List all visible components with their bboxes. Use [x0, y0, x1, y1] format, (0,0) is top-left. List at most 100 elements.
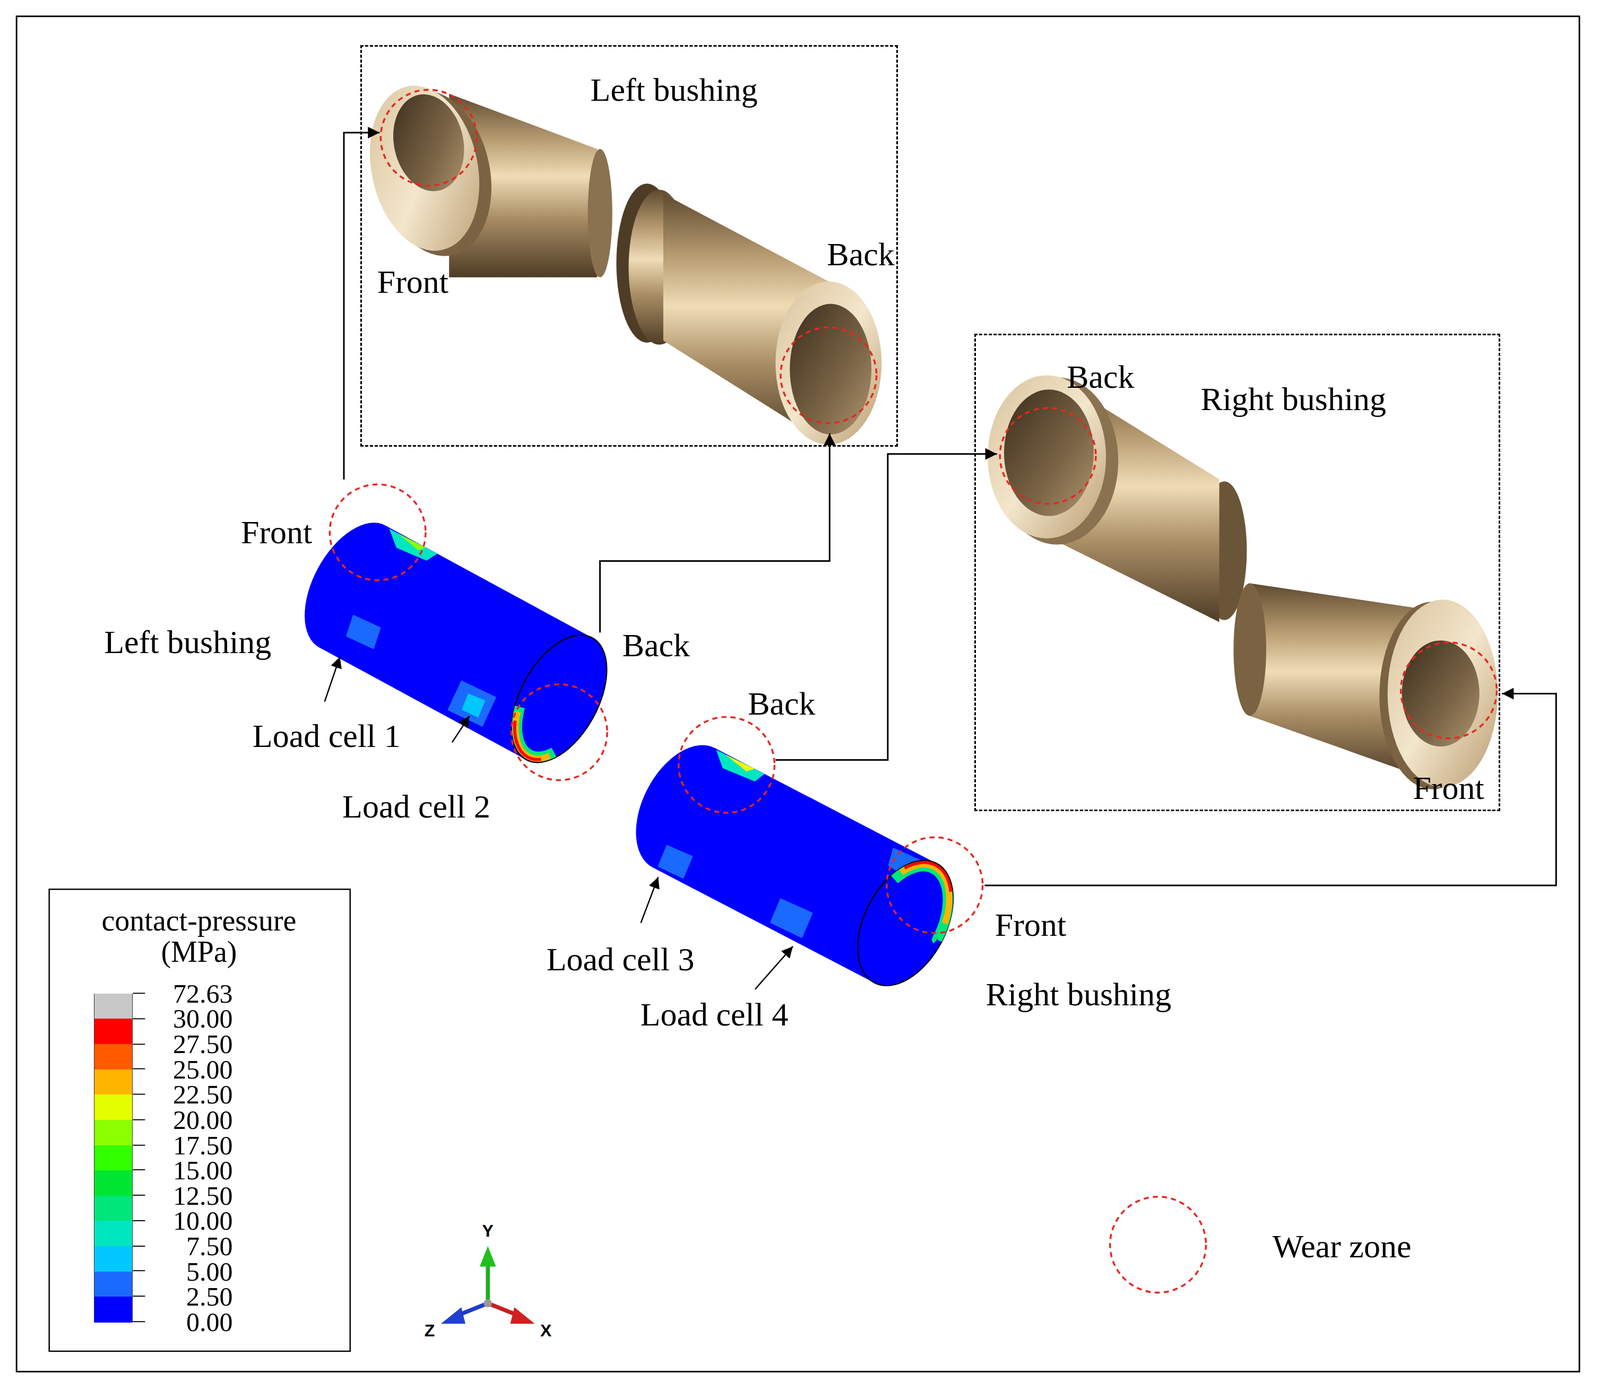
legend-text: 17.50: [173, 1131, 233, 1160]
legend-frame: [49, 889, 351, 1352]
photo-group-box: Left bushingFrontBack: [360, 45, 898, 448]
tick: [132, 1270, 145, 1272]
tick: [132, 1169, 145, 1171]
leader-arrow: [452, 715, 470, 743]
legend-text: 30.00: [173, 1005, 233, 1034]
wear-zone-circle: [886, 837, 983, 934]
pressure-patch: [722, 754, 755, 775]
pressure-patch: [383, 528, 438, 567]
legend-text: 10.00: [173, 1207, 233, 1236]
legend-text: 12.50: [173, 1182, 233, 1211]
pressure-band: [841, 847, 971, 1000]
node-label: Left bushing: [104, 625, 272, 661]
tick: [132, 1068, 145, 1070]
node-label: Back: [826, 237, 895, 272]
leader-arrow: [324, 656, 341, 703]
colorbar-swatch: [93, 1018, 133, 1045]
pressure-patch: [395, 532, 426, 553]
pressure-patch: [655, 843, 695, 880]
node-label: Back: [622, 628, 690, 664]
colorbar-ticks: [132, 993, 145, 1322]
cylinder-end: [837, 844, 973, 1002]
tick: [132, 1145, 145, 1147]
colorbar-swatch: [93, 993, 133, 1020]
colorbar-swatch: [93, 1221, 133, 1248]
load-cell-label: Load cell 1: [252, 719, 401, 755]
colorbar-swatch: [93, 1272, 133, 1299]
pressure-patch: [767, 896, 815, 940]
bushing-photo: [1233, 583, 1498, 790]
tick: [132, 1321, 145, 1323]
colorbar-swatch: [93, 1069, 133, 1096]
wear-zone-circle: [1110, 1196, 1207, 1293]
pressure-band: [843, 850, 968, 997]
bushing-photo: [616, 183, 882, 445]
y-axis: [485, 1265, 490, 1304]
legend-text: 27.50: [173, 1030, 233, 1059]
tick: [132, 1018, 145, 1020]
bushing-face: [987, 375, 1106, 539]
pressure-patch: [445, 678, 499, 729]
wear-zones: [329, 89, 1497, 934]
y-axis-head: [479, 1246, 497, 1267]
fe-model: BackFrontRight bushing: [647, 760, 985, 1011]
colorbar-swatch: [93, 1145, 133, 1172]
wear-zone-circle: [1400, 642, 1498, 739]
bushing-end: [587, 149, 613, 278]
wear-zone-circle: [780, 327, 877, 424]
tick: [132, 1246, 145, 1248]
bushing-face: [1387, 599, 1499, 788]
axis-label: X: [540, 1322, 552, 1341]
colorbar-swatch: [93, 1170, 133, 1197]
bushing-bore: [1402, 640, 1480, 747]
bushing-face: [775, 281, 882, 446]
pressure-patch: [342, 612, 385, 652]
wear-zone-circle: [999, 408, 1096, 505]
node-label: Right bushing: [986, 977, 1172, 1013]
axis-origin: [483, 1299, 492, 1308]
axis-label: Z: [424, 1322, 436, 1341]
legend-text: 72.63: [173, 980, 233, 1009]
colorbar-swatch: [93, 1120, 133, 1147]
cylinder-end: [491, 619, 627, 778]
leader-arrow: [755, 946, 793, 990]
node-label: Back: [747, 686, 816, 722]
pressure-band: [497, 625, 621, 774]
tick: [132, 992, 145, 994]
colorbar-swatch: [93, 1044, 133, 1071]
wear-zone-circle: [329, 484, 426, 581]
node-label: Right bushing: [1200, 382, 1387, 417]
colorbar-swatch: [93, 1246, 133, 1273]
photo-group-box: BackRight bushingFront: [974, 333, 1500, 812]
connector-arrow: [600, 433, 830, 633]
leader-arrow: [641, 877, 659, 924]
z-axis-head: [440, 1307, 466, 1325]
tick: [132, 1220, 145, 1222]
tick: [132, 1094, 145, 1096]
node-label: Left bushing: [590, 73, 758, 108]
wear-zone-circle: [380, 89, 477, 186]
legend-text: 22.50: [173, 1080, 233, 1110]
bushing-bore: [384, 87, 473, 198]
legend-text: Wear zone: [1272, 1229, 1412, 1265]
node-label: Front: [240, 515, 313, 550]
legend-text: 15.00: [173, 1156, 233, 1186]
load-cell-leaders: [324, 656, 793, 990]
pressure-patch: [710, 749, 765, 787]
legend-text: 7.50: [186, 1232, 233, 1261]
colorbar-swatch: [93, 1296, 133, 1323]
legend-text: 2.50: [186, 1283, 233, 1312]
wear-zone-circle: [511, 684, 608, 781]
legend-symbol: [1106, 1194, 1209, 1296]
load-cell-label: Load cell 4: [640, 998, 789, 1033]
tick: [132, 1295, 145, 1297]
legend-text: 25.00: [173, 1055, 233, 1084]
tick: [132, 1195, 145, 1197]
legend-title: contact-pressure (MPa): [87, 905, 311, 968]
legend-text: 20.00: [173, 1106, 233, 1135]
legend-text: 5.00: [186, 1258, 233, 1287]
tick: [132, 1043, 145, 1045]
colorbar-swatch: [93, 1196, 133, 1223]
load-cell-label: Load cell 3: [546, 943, 695, 978]
